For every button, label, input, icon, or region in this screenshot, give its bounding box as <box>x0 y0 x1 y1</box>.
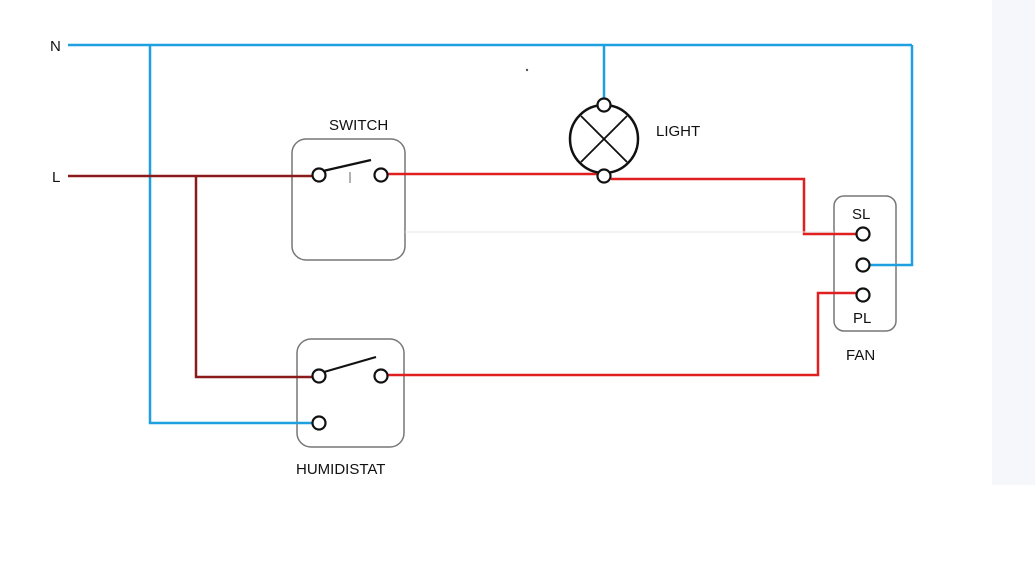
switch-terminal-out <box>373 167 389 183</box>
lamp-terminal-top <box>596 97 612 113</box>
switch-terminal-in <box>311 167 327 183</box>
switch-contacts <box>311 158 389 183</box>
humidistat-terminal-out <box>373 368 389 384</box>
humidistat-terminal-in <box>311 368 327 384</box>
stray-dot <box>525 68 529 72</box>
live-label: L <box>52 169 60 186</box>
lamp-cross-b <box>580 115 628 163</box>
fan-sl-label: SL <box>852 206 870 223</box>
fan-terminal-sl <box>855 226 871 242</box>
humidistat-terminal-neutral <box>311 415 327 431</box>
fan-label: FAN <box>846 347 875 364</box>
switch-box <box>291 138 406 261</box>
switched-wires <box>388 172 856 377</box>
lamp-terminal-bottom <box>596 168 612 184</box>
fan-terminal-pl <box>855 287 871 303</box>
light-to-fan-sl-wire <box>611 177 856 236</box>
light-label: LIGHT <box>656 123 700 140</box>
fan-terminal-neutral <box>855 257 871 273</box>
light-lamp <box>568 97 640 184</box>
humidistat-lever <box>323 355 377 374</box>
neutral-to-fan-wire <box>870 45 914 267</box>
neutral-to-humidistat-wire <box>148 45 312 425</box>
humidistat-label: HUMIDISTAT <box>296 461 385 478</box>
switch-lever <box>322 158 372 173</box>
page-margin-strip <box>992 0 1035 485</box>
humidistat-contacts <box>311 355 389 431</box>
live-wires <box>68 174 312 379</box>
humidistat-box <box>296 338 405 448</box>
switch-label: SWITCH <box>329 117 388 134</box>
neutral-wires <box>68 43 914 425</box>
live-to-humidistat-wire <box>194 176 312 379</box>
fan-pl-label: PL <box>853 310 871 327</box>
neutral-label: N <box>50 38 61 55</box>
fan-terminals <box>855 226 871 303</box>
humidistat-to-fan-pl-wire <box>388 291 856 377</box>
